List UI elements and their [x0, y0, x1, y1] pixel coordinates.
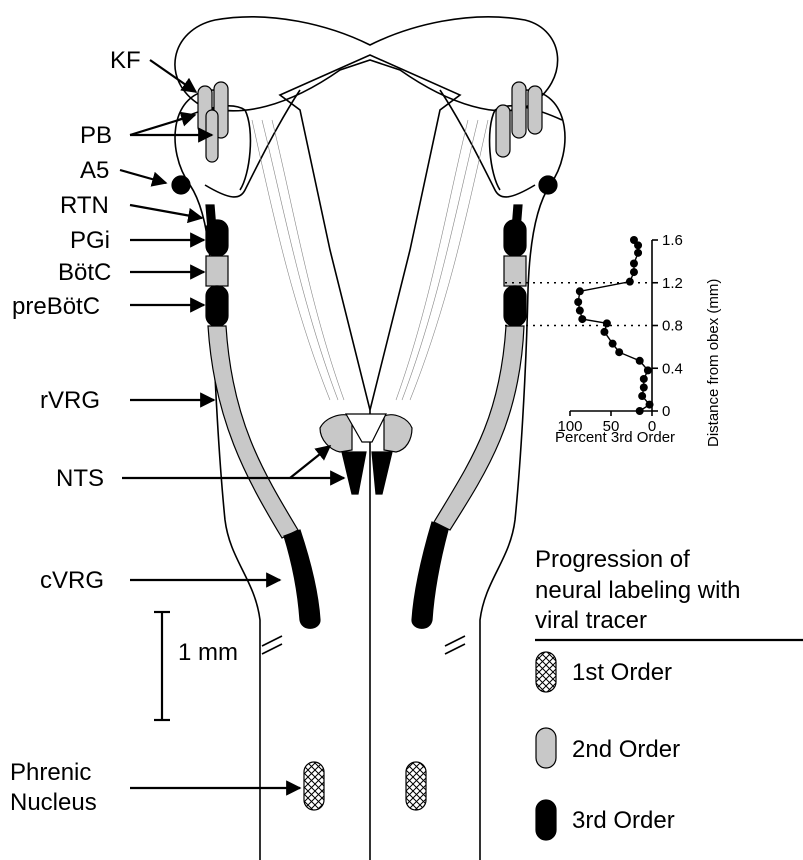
legend-label-first-order: 1st Order: [572, 659, 672, 686]
cvrg-label: cVRG: [40, 567, 104, 594]
chart-y-tick-label: 0.8: [662, 318, 683, 335]
legend-title-line1: Progression of: [535, 546, 690, 573]
cerebellum-outline: [175, 17, 558, 111]
right-cvrg: [412, 522, 448, 628]
chart-data-point: [626, 278, 634, 286]
left-botc: [206, 256, 228, 286]
chart-data-point: [636, 357, 644, 365]
chart-data-point: [630, 268, 638, 276]
right-kf: [528, 86, 542, 134]
nts-left-black: [342, 452, 366, 494]
chart-series: [574, 236, 653, 415]
right-rvrg: [434, 326, 524, 530]
nts-right-gray: [384, 415, 412, 452]
left-cvrg: [284, 530, 320, 628]
striated-tracts: [252, 120, 488, 400]
pb-label: PB: [80, 122, 112, 149]
rvrg-label: rVRG: [40, 387, 100, 414]
phrenic-label-line2: Nucleus: [10, 789, 97, 816]
prebotc-label: preBötC: [12, 293, 100, 320]
rtn-label: RTN: [60, 192, 109, 219]
right-botc: [504, 256, 526, 286]
chart-data-point: [634, 249, 642, 257]
left-column-nuclei: [172, 82, 320, 628]
kf-label: KF: [110, 47, 141, 74]
chart-data-point: [603, 319, 611, 327]
chart-x-axis-title: Percent 3rd Order: [555, 429, 675, 446]
botc-label: BötC: [58, 259, 111, 286]
legend-label-third-order: 3rd Order: [572, 807, 675, 834]
chart-data-point: [646, 401, 654, 409]
chart-y-axis-title: Distance from obex (mm): [705, 279, 722, 447]
nts-right-black: [372, 452, 392, 494]
right-pb-outer: [496, 105, 510, 157]
legend: Progression of neural labeling with vira…: [535, 546, 803, 840]
chart-data-point: [644, 366, 652, 374]
chart-data-point: [634, 241, 642, 249]
chart-data-point: [615, 348, 623, 356]
nts-left-gray: [320, 415, 352, 452]
right-pb-inner: [512, 82, 526, 138]
chart-y-tick-label: 0.4: [662, 360, 683, 377]
chart-data-point: [640, 383, 648, 391]
region-labels: KF PB A5 RTN PGi BötC preBötC rVRG NTS c…: [10, 47, 238, 816]
legend-title-line2: neural labeling with: [535, 577, 740, 604]
chart-data-point: [578, 315, 586, 323]
chart-data-point: [640, 375, 648, 383]
chart-y-tick-label: 1.2: [662, 275, 683, 292]
chart-data-point: [609, 340, 617, 348]
chart-data-point: [574, 298, 582, 306]
left-a5: [172, 176, 190, 194]
scale-bar: [154, 612, 170, 720]
chart-data-point: [630, 260, 638, 268]
fourth-ventricle: [280, 55, 460, 410]
chart-data-point: [600, 328, 608, 336]
scale-label: 1 mm: [178, 639, 238, 666]
right-prebotc: [504, 286, 526, 326]
legend-swatch-second-order: [536, 728, 556, 768]
legend-label-second-order: 2nd Order: [572, 736, 680, 763]
phrenic-label-line1: Phrenic: [10, 759, 91, 786]
chart-data-point: [636, 407, 644, 415]
left-prebotc: [206, 286, 228, 326]
chart-data-point: [576, 307, 584, 315]
left-break-mark: [262, 636, 282, 654]
chart-data-point: [576, 287, 584, 295]
a5-label: A5: [80, 157, 109, 184]
left-pgi: [206, 220, 228, 256]
left-rvrg: [208, 326, 298, 538]
nts-label: NTS: [56, 465, 104, 492]
left-phrenic-nucleus: [304, 762, 324, 810]
right-pgi: [504, 220, 526, 256]
chart-y-tick-label: 0: [662, 403, 670, 420]
pgi-label: PGi: [70, 227, 110, 254]
right-phrenic-nucleus: [406, 762, 426, 810]
legend-swatch-third-order: [536, 800, 556, 840]
right-a5: [539, 176, 557, 194]
chart-data-point: [638, 392, 646, 400]
chart-y-tick-label: 1.6: [662, 232, 683, 249]
right-break-mark: [445, 636, 465, 654]
legend-swatch-first-order: [536, 652, 556, 692]
legend-title-line3: viral tracer: [535, 607, 647, 634]
nts-complex: [320, 414, 412, 494]
